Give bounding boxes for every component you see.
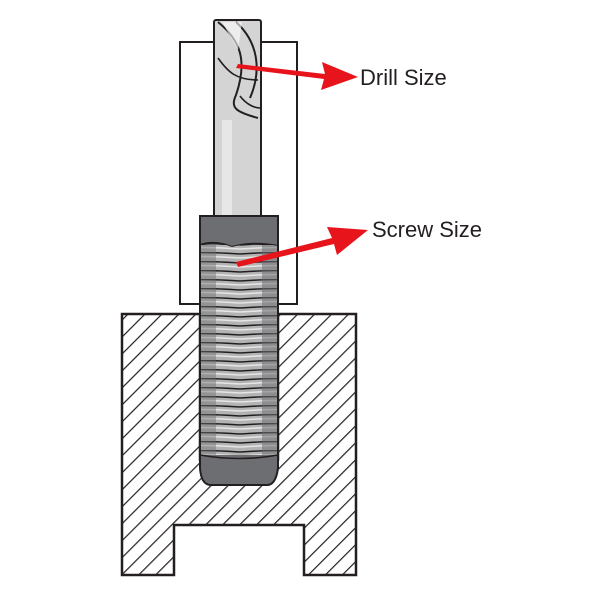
drill-bit	[213, 19, 262, 221]
screw	[199, 215, 279, 486]
drill-size-label: Drill Size	[360, 65, 447, 90]
drill-size-arrow-icon	[236, 62, 358, 90]
screw-size-label: Screw Size	[372, 217, 483, 242]
screw-size-arrow-icon	[236, 227, 368, 267]
